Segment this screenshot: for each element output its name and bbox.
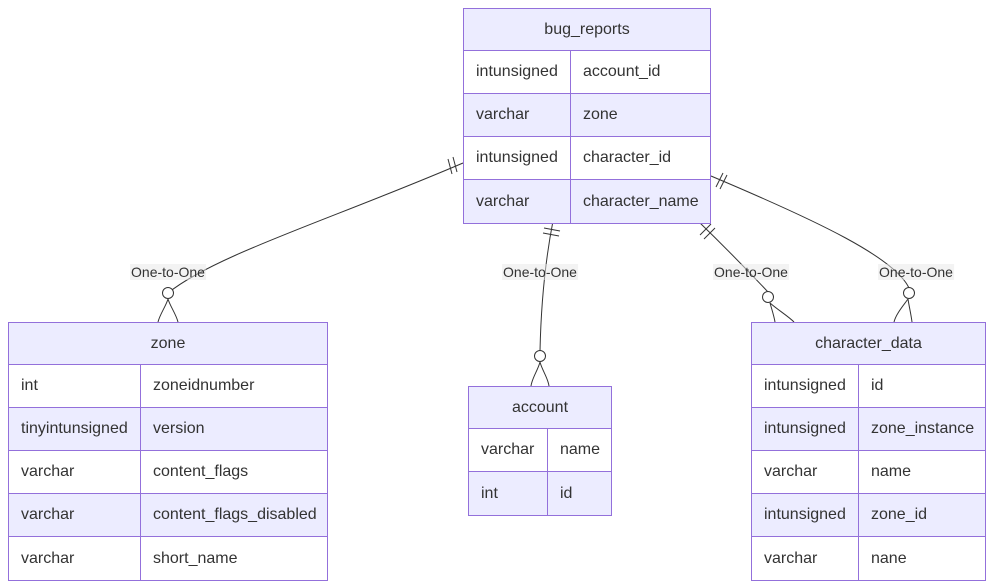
relationship-label: One-to-One [502, 264, 578, 280]
attribute-name: account_id [583, 63, 661, 80]
cardinality-zero-mark [162, 287, 174, 299]
cardinality-one-mark [703, 227, 716, 240]
attribute-name: name [871, 463, 912, 480]
attribute-row: varchar character_name [464, 180, 710, 223]
attribute-type: intunsigned [752, 365, 859, 407]
relationship-label: One-to-One [878, 264, 954, 280]
cardinality-many-mark [907, 298, 913, 323]
attribute-row: intunsigned zone_id [752, 494, 985, 537]
attribute-type: intunsigned [464, 137, 571, 179]
entity-title: character_data [752, 323, 985, 365]
cardinality-one-mark [542, 232, 560, 237]
attribute-name: character_name [583, 192, 699, 210]
attribute-type: int [469, 472, 548, 515]
attribute-type: int [9, 365, 141, 407]
attribute-name: zone_id [871, 506, 928, 523]
relationship-label: One-to-One [130, 264, 206, 280]
attribute-type: varchar [752, 451, 859, 493]
attribute-name: zone_instance [871, 420, 975, 437]
entity-bug-reports[interactable]: bug_reports intunsigned account_id varch… [463, 8, 711, 224]
cardinality-one-mark [543, 227, 561, 232]
attribute-row: intunsigned account_id [464, 51, 710, 94]
entity-zone[interactable]: zone int zoneidnumber tinyintunsigned ve… [8, 322, 328, 581]
cardinality-one-mark [447, 158, 453, 175]
attribute-type: varchar [752, 537, 859, 580]
cardinality-many-mark [893, 298, 909, 323]
attribute-name: character_id [583, 149, 672, 166]
cardinality-many-mark [539, 361, 550, 387]
entity-account[interactable]: account varchar name int id [468, 386, 612, 516]
cardinality-many-mark [769, 302, 776, 323]
attribute-row: intunsigned zone_instance [752, 408, 985, 451]
attribute-row: varchar zone [464, 94, 710, 137]
cardinality-many-mark [769, 302, 795, 323]
attribute-name: zone [583, 106, 618, 123]
attribute-name: nane [871, 549, 907, 567]
cardinality-many-mark [167, 298, 179, 323]
attribute-row: int id [469, 472, 611, 515]
attribute-row: intunsigned id [752, 365, 985, 408]
attribute-row: tinyintunsigned version [9, 408, 327, 451]
attribute-type: varchar [469, 429, 548, 471]
entity-character-data[interactable]: character_data intunsigned id intunsigne… [751, 322, 986, 581]
attribute-name: content_flags_disabled [153, 506, 317, 523]
cardinality-one-mark [715, 172, 724, 188]
attribute-name: id [871, 377, 884, 394]
entity-title: account [469, 387, 611, 429]
attribute-name: version [153, 420, 205, 437]
relationship-line-account [539, 220, 554, 352]
cardinality-zero-mark [903, 287, 915, 299]
attribute-type: varchar [9, 451, 141, 493]
attribute-row: varchar nane [752, 537, 985, 580]
attribute-type: varchar [9, 537, 141, 580]
attribute-name: content_flags [153, 463, 249, 480]
entity-title: bug_reports [464, 9, 710, 51]
attribute-type: varchar [464, 94, 571, 136]
attribute-row: varchar content_flags [9, 451, 327, 494]
attribute-row: int zoneidnumber [9, 365, 327, 408]
attribute-type: varchar [9, 494, 141, 536]
entity-title: zone [9, 323, 327, 365]
cardinality-one-mark [699, 223, 712, 236]
relationship-line-character-data-1 [697, 220, 769, 293]
attribute-row: varchar name [752, 451, 985, 494]
attribute-row: intunsigned character_id [464, 137, 710, 180]
cardinality-many-mark [157, 298, 169, 323]
attribute-name: zoneidnumber [153, 377, 255, 394]
attribute-type: tinyintunsigned [9, 408, 141, 450]
attribute-name: short_name [153, 549, 238, 567]
attribute-type: intunsigned [752, 408, 859, 450]
attribute-type: intunsigned [464, 51, 571, 93]
cardinality-many-mark [530, 361, 541, 387]
cardinality-one-mark [452, 156, 458, 173]
attribute-row: varchar content_flags_disabled [9, 494, 327, 537]
cardinality-zero-mark [762, 291, 774, 303]
attribute-row: varchar name [469, 429, 611, 472]
cardinality-zero-mark [534, 350, 546, 362]
attribute-name: id [560, 484, 573, 502]
attribute-name: name [560, 441, 601, 458]
cardinality-one-mark [719, 174, 728, 190]
attribute-type: varchar [464, 180, 571, 223]
attribute-row: varchar short_name [9, 537, 327, 580]
relationship-line-zone [167, 162, 464, 294]
attribute-type: intunsigned [752, 494, 859, 536]
relationship-label: One-to-One [713, 264, 789, 280]
